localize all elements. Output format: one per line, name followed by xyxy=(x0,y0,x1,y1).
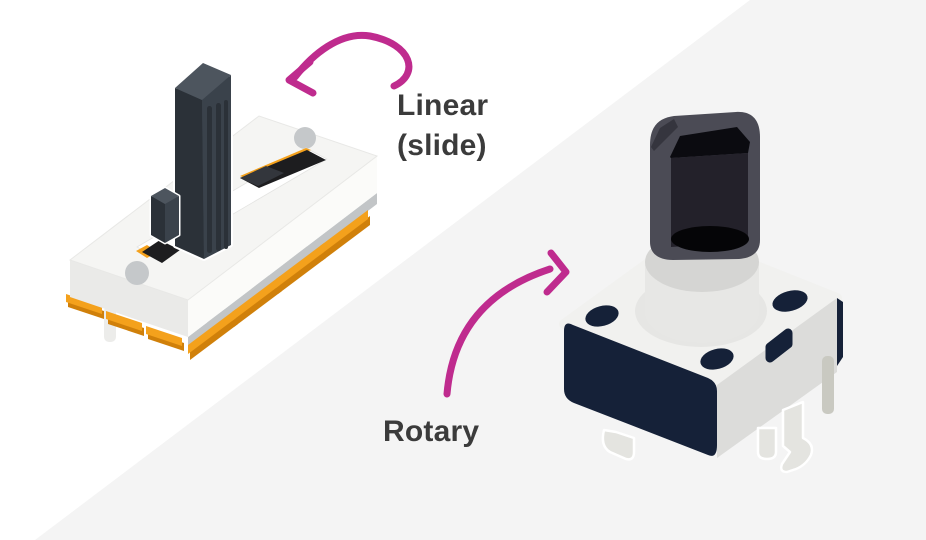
rotary-body-right xyxy=(717,298,837,458)
label-rotary: Rotary xyxy=(383,412,479,452)
slide-screw-hole xyxy=(125,261,149,285)
rotary-arrow xyxy=(443,249,570,398)
rotary-potentiometer-illustration xyxy=(559,111,843,474)
slide-knob xyxy=(149,61,233,261)
rotary-body-front xyxy=(564,323,717,456)
label-linear-line1: Linear xyxy=(397,89,489,122)
label-rotary-text: Rotary xyxy=(383,415,480,448)
rotary-side-marking xyxy=(765,328,793,363)
rotary-side-sliver xyxy=(837,298,843,366)
slide-pins xyxy=(66,210,370,360)
rotary-mount-holes xyxy=(585,290,808,370)
slide-potentiometer-illustration xyxy=(66,61,379,360)
slide-screw-hole xyxy=(294,127,316,149)
slide-knob-step xyxy=(149,186,181,245)
label-linear-line2: (slide) xyxy=(397,129,487,162)
linear-arrow xyxy=(285,31,413,97)
rotary-knob xyxy=(650,111,760,261)
rotary-legs xyxy=(601,356,834,474)
label-linear-slide: Linear (slide) xyxy=(397,86,488,166)
annotation-arrows xyxy=(285,31,570,398)
